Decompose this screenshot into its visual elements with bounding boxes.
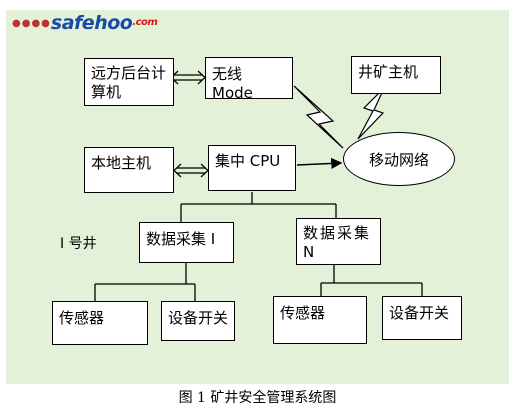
logo-name: safehoo: [50, 12, 133, 34]
wireless-mode-box: 无线 Mode: [205, 57, 293, 102]
site-logo: ●●●●safehoo.com: [12, 12, 158, 34]
wireless-signal-left: [293, 85, 344, 149]
link-cpu-network: [296, 157, 343, 170]
logo-dots: ●●●●: [12, 18, 51, 29]
mine-host-box: 井矿主机: [351, 56, 441, 94]
cpu-branch: [180, 192, 337, 222]
link-remote-wireless: [170, 70, 206, 85]
mobile-network-ellipse: 移动网络: [343, 132, 455, 186]
switch-right-box: 设备开关: [382, 296, 462, 340]
collector-1-box: 数据采集 I: [139, 222, 234, 263]
collector-1-branch: [94, 263, 196, 301]
sensor-left-box: 传感器: [52, 301, 148, 345]
mine-host-label: 井矿主机: [358, 63, 419, 81]
collector-1-label: 数据采集 I: [146, 230, 216, 248]
wireless-mode-label: 无线 Mode: [212, 65, 253, 102]
wireless-signal-right: [357, 87, 385, 140]
sensor-right-label: 传感器: [280, 304, 326, 322]
mobile-network-label: 移动网络: [368, 150, 429, 169]
central-cpu-box: 集中 CPU: [208, 145, 296, 191]
central-cpu-label: 集中 CPU: [215, 152, 281, 170]
logo-suffix: .com: [132, 17, 158, 28]
remote-computer-label: 远方后台计算机: [91, 64, 167, 101]
local-host-box: 本地主机: [84, 147, 174, 193]
figure-caption: 图 1 矿井安全管理系统图: [178, 390, 337, 406]
remote-computer-box: 远方后台计算机: [84, 58, 174, 106]
link-local-cpu: [173, 163, 209, 178]
well-label: I 号井: [60, 236, 97, 252]
sensor-right-box: 传感器: [273, 296, 367, 344]
switch-left-box: 设备开关: [161, 301, 235, 341]
sensor-left-label: 传感器: [59, 309, 105, 327]
local-host-label: 本地主机: [91, 154, 152, 172]
collector-n-label: 数据采集 N: [303, 224, 372, 261]
switch-right-label: 设备开关: [389, 304, 450, 322]
collector-n-box: 数据采集 N: [296, 218, 381, 265]
switch-left-label: 设备开关: [168, 309, 229, 327]
collector-n-branch: [320, 265, 423, 296]
